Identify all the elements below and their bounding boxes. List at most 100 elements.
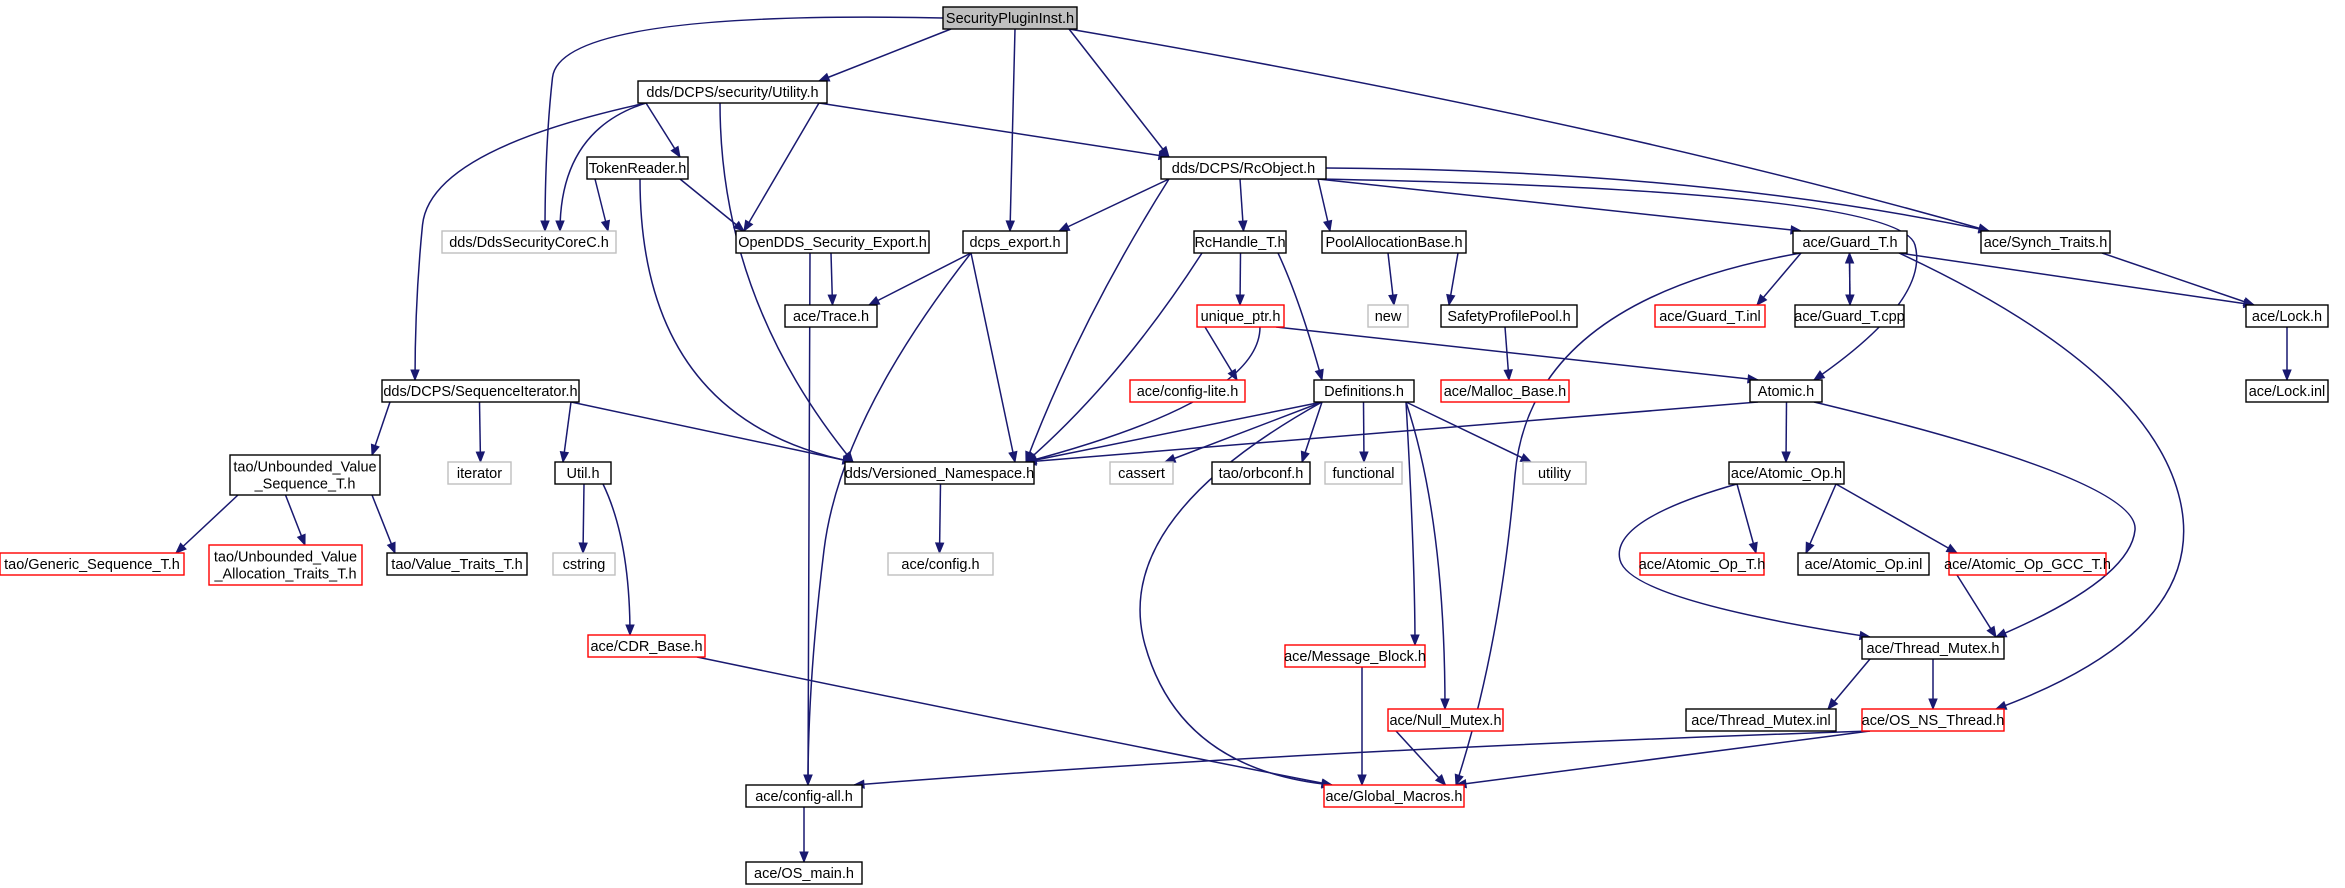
- node-atomic_op_inl[interactable]: ace/Atomic_Op.inl: [1797, 552, 1930, 576]
- edge-rchandle-to-definitions: [1277, 252, 1323, 381]
- edge-atomic_op_gcc-to-thread_mutex: [1956, 574, 1997, 638]
- edge-definitions-to-versioned: [1025, 401, 1323, 463]
- node-box-functional: [1324, 461, 1403, 485]
- arrowhead-lock_h-to-lock_inl: [2282, 369, 2292, 382]
- edge-utility-to-seqiter: [414, 102, 647, 381]
- node-utility[interactable]: dds/DCPS/security/Utility.h: [637, 80, 828, 104]
- nodes-layer: SecurityPluginInst.h dds/DCPS/security/Ut…: [0, 6, 2329, 885]
- node-box-rcobject: [1160, 156, 1327, 180]
- node-global_macros[interactable]: ace/Global_Macros.h: [1323, 784, 1465, 808]
- node-atomic_op_gcc[interactable]: ace/Atomic_Op_GCC_T.h: [1944, 552, 2111, 576]
- node-rchandle[interactable]: RcHandle_T.h: [1193, 230, 1287, 254]
- node-box-os_main: [745, 861, 863, 885]
- node-null_mutex[interactable]: ace/Null_Mutex.h: [1387, 708, 1504, 732]
- node-label-lock_h: ace/Lock.h: [2252, 309, 2322, 325]
- edge-atomic_op-to-atomic_op_t: [1736, 483, 1757, 554]
- node-atomic[interactable]: Atomic.h: [1749, 379, 1823, 403]
- edge-synch_traits-to-lock_h: [2101, 252, 2255, 306]
- node-box-iterator: [447, 461, 512, 485]
- node-definitions[interactable]: Definitions.h: [1313, 379, 1415, 403]
- node-label-guard_t_cpp: ace/Guard_T.cpp: [1794, 309, 1904, 325]
- node-os_ns_thread[interactable]: ace/OS_NS_Thread.h: [1861, 708, 2005, 732]
- node-opendds_export[interactable]: OpenDDS_Security_Export.h: [735, 230, 930, 254]
- node-root[interactable]: SecurityPluginInst.h: [942, 6, 1078, 30]
- node-unbounded_seq[interactable]: tao/Unbounded_Value_Sequence_T.h: [229, 454, 381, 496]
- node-orbconf[interactable]: tao/orbconf.h: [1211, 461, 1311, 485]
- node-unbounded_alloc[interactable]: tao/Unbounded_Value_Allocation_Traits_T.…: [208, 544, 363, 586]
- node-thread_mutex_inl[interactable]: ace/Thread_Mutex.inl: [1685, 708, 1837, 732]
- node-malloc[interactable]: ace/Malloc_Base.h: [1440, 379, 1570, 403]
- node-cdr_base[interactable]: ace/CDR_Base.h: [587, 634, 706, 658]
- node-cstring[interactable]: cstring: [552, 552, 616, 576]
- edge-utility-to-opendds_export: [743, 102, 820, 232]
- node-trace[interactable]: ace/Trace.h: [784, 304, 878, 328]
- node-util[interactable]: Util.h: [554, 461, 612, 485]
- node-guard_t[interactable]: ace/Guard_T.h: [1792, 230, 1908, 254]
- node-label-definitions: Definitions.h: [1324, 384, 1404, 400]
- node-ddssec[interactable]: dds/DdsSecurityCoreC.h: [441, 230, 617, 254]
- node-label-cdr_base: ace/CDR_Base.h: [590, 639, 702, 655]
- node-value_traits[interactable]: tao/Value_Traits_T.h: [386, 552, 528, 576]
- node-thread_mutex[interactable]: ace/Thread_Mutex.h: [1861, 636, 2005, 660]
- node-lock_inl[interactable]: ace/Lock.inl: [2245, 379, 2329, 403]
- node-rcobject[interactable]: dds/DCPS/RcObject.h: [1160, 156, 1327, 180]
- node-config_h[interactable]: ace/config.h: [887, 552, 994, 576]
- node-functional[interactable]: functional: [1324, 461, 1403, 485]
- node-seqiter[interactable]: dds/DCPS/SequenceIterator.h: [381, 379, 580, 403]
- edge-definitions-to-null_mutex: [1405, 401, 1446, 710]
- edge-definitions-to-msgblock: [1405, 401, 1416, 646]
- node-os_main[interactable]: ace/OS_main.h: [745, 861, 863, 885]
- node-guard_t_inl[interactable]: ace/Guard_T.inl: [1654, 304, 1766, 328]
- node-label-atomic_op_t: ace/Atomic_Op_T.h: [1639, 557, 1766, 573]
- edge-root-to-synch_traits: [1068, 28, 1990, 232]
- node-iterator[interactable]: iterator: [447, 461, 512, 485]
- node-generic_seq[interactable]: tao/Generic_Sequence_T.h: [0, 552, 185, 576]
- node-utility_std[interactable]: utility: [1522, 461, 1587, 485]
- node-msgblock[interactable]: ace/Message_Block.h: [1284, 644, 1426, 668]
- arrowhead-seqiter-to-util: [559, 450, 570, 464]
- arrowhead-atomic_op-to-atomic_op_t: [1748, 541, 1758, 555]
- node-label-iterator: iterator: [457, 466, 502, 482]
- node-label-cstring: cstring: [563, 557, 606, 573]
- node-box-utility: [637, 80, 828, 104]
- arrowhead-versioned-to-config_h: [934, 542, 945, 555]
- edge-dcps_export-to-trace: [868, 252, 972, 306]
- edge-rcobject-to-dcps_export: [1058, 178, 1170, 232]
- node-label-synch_traits: ace/Synch_Traits.h: [1984, 235, 2108, 251]
- node-dcps_export[interactable]: dcps_export.h: [962, 230, 1068, 254]
- node-label-new: new: [1375, 309, 1402, 325]
- arrowhead-dcps_export-to-trace: [867, 296, 881, 306]
- node-atomic_op[interactable]: ace/Atomic_Op.h: [1728, 461, 1845, 485]
- edge-guard_t-to-guard_t_inl: [1756, 252, 1802, 306]
- arrowhead-rcobject-to-rchandle: [1238, 220, 1248, 233]
- node-poolalloc[interactable]: PoolAllocationBase.h: [1321, 230, 1467, 254]
- node-atomic_op_t[interactable]: ace/Atomic_Op_T.h: [1639, 552, 1766, 576]
- node-box-global_macros: [1323, 784, 1465, 808]
- node-safety[interactable]: SafetyProfilePool.h: [1440, 304, 1578, 328]
- node-box-versioned: [844, 461, 1035, 485]
- node-tokenreader[interactable]: TokenReader.h: [586, 156, 689, 180]
- node-synch_traits[interactable]: ace/Synch_Traits.h: [1980, 230, 2111, 254]
- arrowhead-definitions-to-null_mutex: [1440, 698, 1450, 711]
- arrowhead-utility-to-tokenreader: [670, 145, 681, 159]
- node-configlite[interactable]: ace/config-lite.h: [1129, 379, 1246, 403]
- node-box-thread_mutex: [1861, 636, 2005, 660]
- node-box-msgblock: [1284, 644, 1426, 668]
- arrowhead-rchandle-to-definitions: [1314, 368, 1324, 382]
- edge-util-to-cstring: [582, 483, 585, 554]
- node-new[interactable]: new: [1367, 304, 1409, 328]
- node-guard_t_cpp[interactable]: ace/Guard_T.cpp: [1794, 304, 1905, 328]
- node-cassert[interactable]: cassert: [1109, 461, 1174, 485]
- node-box-os_ns_thread: [1861, 708, 2005, 732]
- edge-os_ns_thread-to-global_macros: [1455, 730, 1871, 786]
- node-lock_h[interactable]: ace/Lock.h: [2245, 304, 2329, 328]
- node-versioned[interactable]: dds/Versioned_Namespace.h: [844, 461, 1035, 485]
- node-box-guard_t: [1792, 230, 1908, 254]
- node-box-generic_seq: [0, 552, 185, 576]
- node-config_all[interactable]: ace/config-all.h: [745, 784, 863, 808]
- node-label-config_all: ace/config-all.h: [755, 789, 853, 805]
- node-unique_ptr[interactable]: unique_ptr.h: [1196, 304, 1285, 328]
- edge-null_mutex-to-global_macros: [1395, 730, 1447, 786]
- node-label-safety: SafetyProfilePool.h: [1447, 309, 1570, 325]
